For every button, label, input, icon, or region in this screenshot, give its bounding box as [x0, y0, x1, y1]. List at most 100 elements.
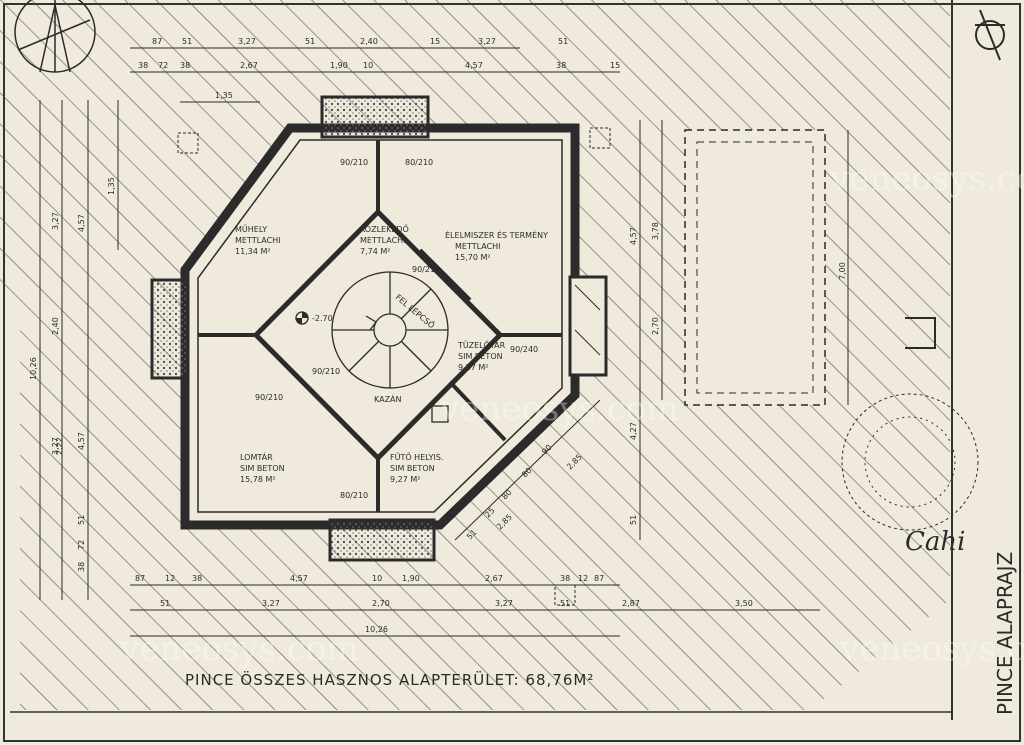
svg-text:3,27: 3,27 — [495, 599, 513, 608]
svg-text:11,34 M²: 11,34 M² — [235, 247, 271, 256]
svg-text:SIM BETON: SIM BETON — [458, 352, 503, 361]
svg-text:4,57: 4,57 — [465, 61, 483, 70]
door-tag: 90/210 — [255, 393, 283, 402]
svg-text:SIM BETON: SIM BETON — [390, 464, 435, 473]
door-tag: 90/210 — [412, 265, 440, 274]
svg-text:15: 15 — [430, 37, 440, 46]
door-tag: 90/210 — [312, 367, 340, 376]
north-arrow-icon — [14, 0, 96, 73]
dims-bottom-row-3: 10,26 — [365, 625, 388, 634]
dims-right: 4,57 3,78 7,00 2,70 4,27 51 — [629, 222, 847, 525]
svg-text:10: 10 — [363, 61, 373, 70]
room-label-elelmiszer: ÉLELMISZER ÉS TERMÉNY METTLACHI 15,70 M² — [445, 229, 548, 262]
svg-text:87: 87 — [135, 574, 145, 583]
svg-text:38: 38 — [556, 61, 566, 70]
svg-text:KÖZLEKEDŐ: KÖZLEKEDŐ — [360, 224, 409, 234]
dims-bottom-row-1: 87 12 38 4,57 10 1,90 2,67 38 12 87 — [135, 574, 604, 583]
dims-bottom-row-2: 51 3,27 2,70 3,27 51 2,87 3,50 — [160, 599, 753, 608]
room-label-lomtar: LOMTÁR SIM BETON 15,78 M² — [240, 451, 285, 484]
svg-text:9,27 M²: 9,27 M² — [458, 363, 488, 372]
corner-mark — [905, 317, 936, 349]
svg-text:51: 51 — [560, 599, 570, 608]
svg-text:METTLACHI: METTLACHI — [455, 242, 501, 251]
level-label: -2.70 — [312, 314, 333, 323]
svg-text:87: 87 — [594, 574, 604, 583]
svg-text:12: 12 — [578, 574, 588, 583]
svg-text:7,74 M²: 7,74 M² — [360, 247, 390, 256]
drawing-title: PINCE ALAPRAJZ — [993, 552, 1017, 715]
light-well-top — [320, 95, 430, 139]
room-label-futo: FŰTŐ HELYIS. SIM BETON 9,27 M² — [390, 452, 444, 484]
watermark: veneosys.com — [839, 629, 1024, 669]
logo-icon — [975, 9, 1005, 61]
svg-text:51: 51 — [160, 599, 170, 608]
svg-text:2,87: 2,87 — [622, 599, 640, 608]
watermark: veneosys.com — [119, 629, 358, 669]
door-tag: 80/210 — [405, 158, 433, 167]
dimension-lines — [39, 47, 849, 637]
svg-text:51: 51 — [629, 515, 638, 525]
svg-text:TÜZELŐTÁR: TÜZELŐTÁR — [457, 339, 506, 350]
svg-text:1,90: 1,90 — [402, 574, 420, 583]
dims-top-row-2: 38 72 38 2,67 1,90 10 4,57 38 15 — [138, 61, 620, 70]
svg-text:2,22: 2,22 — [55, 437, 64, 455]
svg-text:METTLACHI: METTLACHI — [235, 236, 281, 245]
light-well-right — [568, 275, 608, 377]
svg-text:15,70 M²: 15,70 M² — [455, 253, 491, 262]
room-label-kozlekedo: KÖZLEKEDŐ METTLACHI 7,74 M² — [360, 224, 409, 256]
dims-left: 10,26 3,27 2,40 3,27 4,57 1,35 4,57 2,22… — [29, 177, 116, 572]
dims-top-row-3: 1,35 — [215, 91, 233, 100]
svg-text:72: 72 — [77, 540, 86, 550]
room-label-muhely: MŰHELY METTLACHI 11,34 M² — [235, 224, 281, 256]
level-marker — [295, 311, 309, 325]
svg-text:15,78 M²: 15,78 M² — [240, 475, 276, 484]
interior-walls — [198, 140, 562, 512]
total-area-label: PINCE ÖSSZES HASZNOS ALAPTERÜLET: 68,76M… — [185, 670, 594, 689]
svg-text:2,67: 2,67 — [240, 61, 258, 70]
svg-text:MŰHELY: MŰHELY — [235, 224, 267, 234]
light-well-left — [150, 278, 190, 380]
svg-text:10,26: 10,26 — [29, 357, 38, 380]
light-well-bottom — [328, 518, 436, 562]
spiral-staircase — [331, 271, 449, 389]
svg-text:38: 38 — [192, 574, 202, 583]
terrace-outline — [684, 129, 826, 406]
svg-text:3,27: 3,27 — [262, 599, 280, 608]
door-tag: 90/210 — [340, 158, 368, 167]
svg-text:38: 38 — [138, 61, 148, 70]
svg-text:3,27: 3,27 — [51, 437, 60, 455]
svg-text:51: 51 — [77, 515, 86, 525]
svg-text:3,27: 3,27 — [238, 37, 256, 46]
boiler-label: KAZÁN — [374, 393, 402, 404]
boiler-symbol — [431, 405, 449, 423]
watermark: veneosys.com — [439, 389, 678, 429]
svg-text:38: 38 — [77, 562, 86, 572]
svg-text:ÉLELMISZER ÉS TERMÉNY: ÉLELMISZER ÉS TERMÉNY — [445, 229, 548, 240]
svg-text:1,35: 1,35 — [107, 177, 116, 195]
svg-text:15: 15 — [610, 61, 620, 70]
room-label-tuzelotar: TÜZELŐTÁR SIM BETON 9,27 M² — [457, 339, 506, 372]
svg-text:51: 51 — [558, 37, 568, 46]
svg-text:3,50: 3,50 — [735, 599, 753, 608]
svg-text:4,57: 4,57 — [77, 214, 86, 232]
dims-top-row-1: 87 51 3,27 51 2,40 15 3,27 51 — [152, 37, 568, 46]
signature: Cahi — [905, 527, 965, 557]
svg-text:3,27: 3,27 — [51, 212, 60, 230]
svg-text:METTLACHI: METTLACHI — [360, 236, 406, 245]
svg-text:2,70: 2,70 — [651, 317, 660, 335]
svg-text:10: 10 — [372, 574, 382, 583]
svg-text:2,40: 2,40 — [51, 317, 60, 335]
svg-text:2,40: 2,40 — [360, 37, 378, 46]
svg-text:4,57: 4,57 — [629, 227, 638, 245]
door-tag: 80/210 — [340, 491, 368, 500]
svg-text:2,67: 2,67 — [485, 574, 503, 583]
svg-text:9,27 M²: 9,27 M² — [390, 475, 420, 484]
svg-text:72: 72 — [158, 61, 168, 70]
svg-text:38: 38 — [560, 574, 570, 583]
watermark: veneosys.com — [829, 159, 1024, 199]
svg-text:12: 12 — [165, 574, 175, 583]
svg-text:3,78: 3,78 — [651, 222, 660, 240]
svg-text:FŰTŐ HELYIS.: FŰTŐ HELYIS. — [390, 452, 444, 462]
